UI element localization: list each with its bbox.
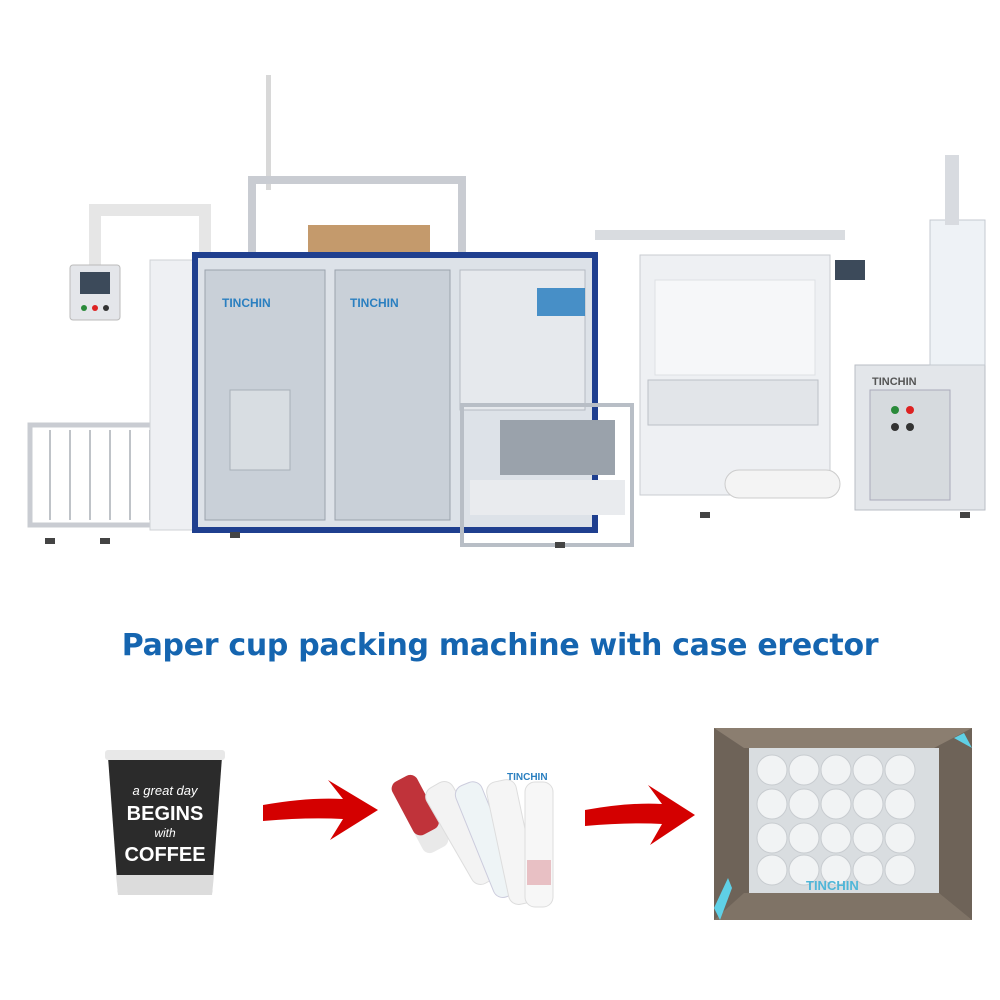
exhaust-pipe xyxy=(89,204,211,275)
brand-logo: TINCHIN xyxy=(507,772,548,783)
svg-text:TINCHIN: TINCHIN xyxy=(222,296,271,310)
coffee-cup-image: a great day BEGINS with COFFEE xyxy=(105,750,225,895)
wrapper-canopy xyxy=(595,230,845,240)
touch-screen xyxy=(80,272,110,294)
packing-machine-image: TINCHIN TINCHIN TINCHIN xyxy=(27,75,986,548)
packed-cup-sleeves-image: TINCHIN xyxy=(391,772,554,908)
cup-text-line2: BEGINS xyxy=(127,803,204,825)
right-arrow-icon xyxy=(585,785,695,845)
top-loader-tower xyxy=(929,219,986,366)
svg-text:TINCHIN: TINCHIN xyxy=(350,296,399,310)
right-arrow-icon xyxy=(263,780,378,840)
cup-text-line4: COFFEE xyxy=(124,844,205,866)
film-roll xyxy=(724,469,841,499)
antenna xyxy=(266,75,271,190)
brand-logo: TINCHIN xyxy=(806,878,859,893)
cup-text-line1: a great day xyxy=(132,783,199,798)
cup-text-line3: with xyxy=(154,826,176,840)
side-housing xyxy=(149,259,196,531)
cup-conveyor xyxy=(460,403,634,547)
packed-case-image: TINCHIN xyxy=(714,728,972,920)
caption: Paper cup packing machine with case erec… xyxy=(121,628,879,663)
svg-text:TINCHIN: TINCHIN xyxy=(872,376,917,388)
